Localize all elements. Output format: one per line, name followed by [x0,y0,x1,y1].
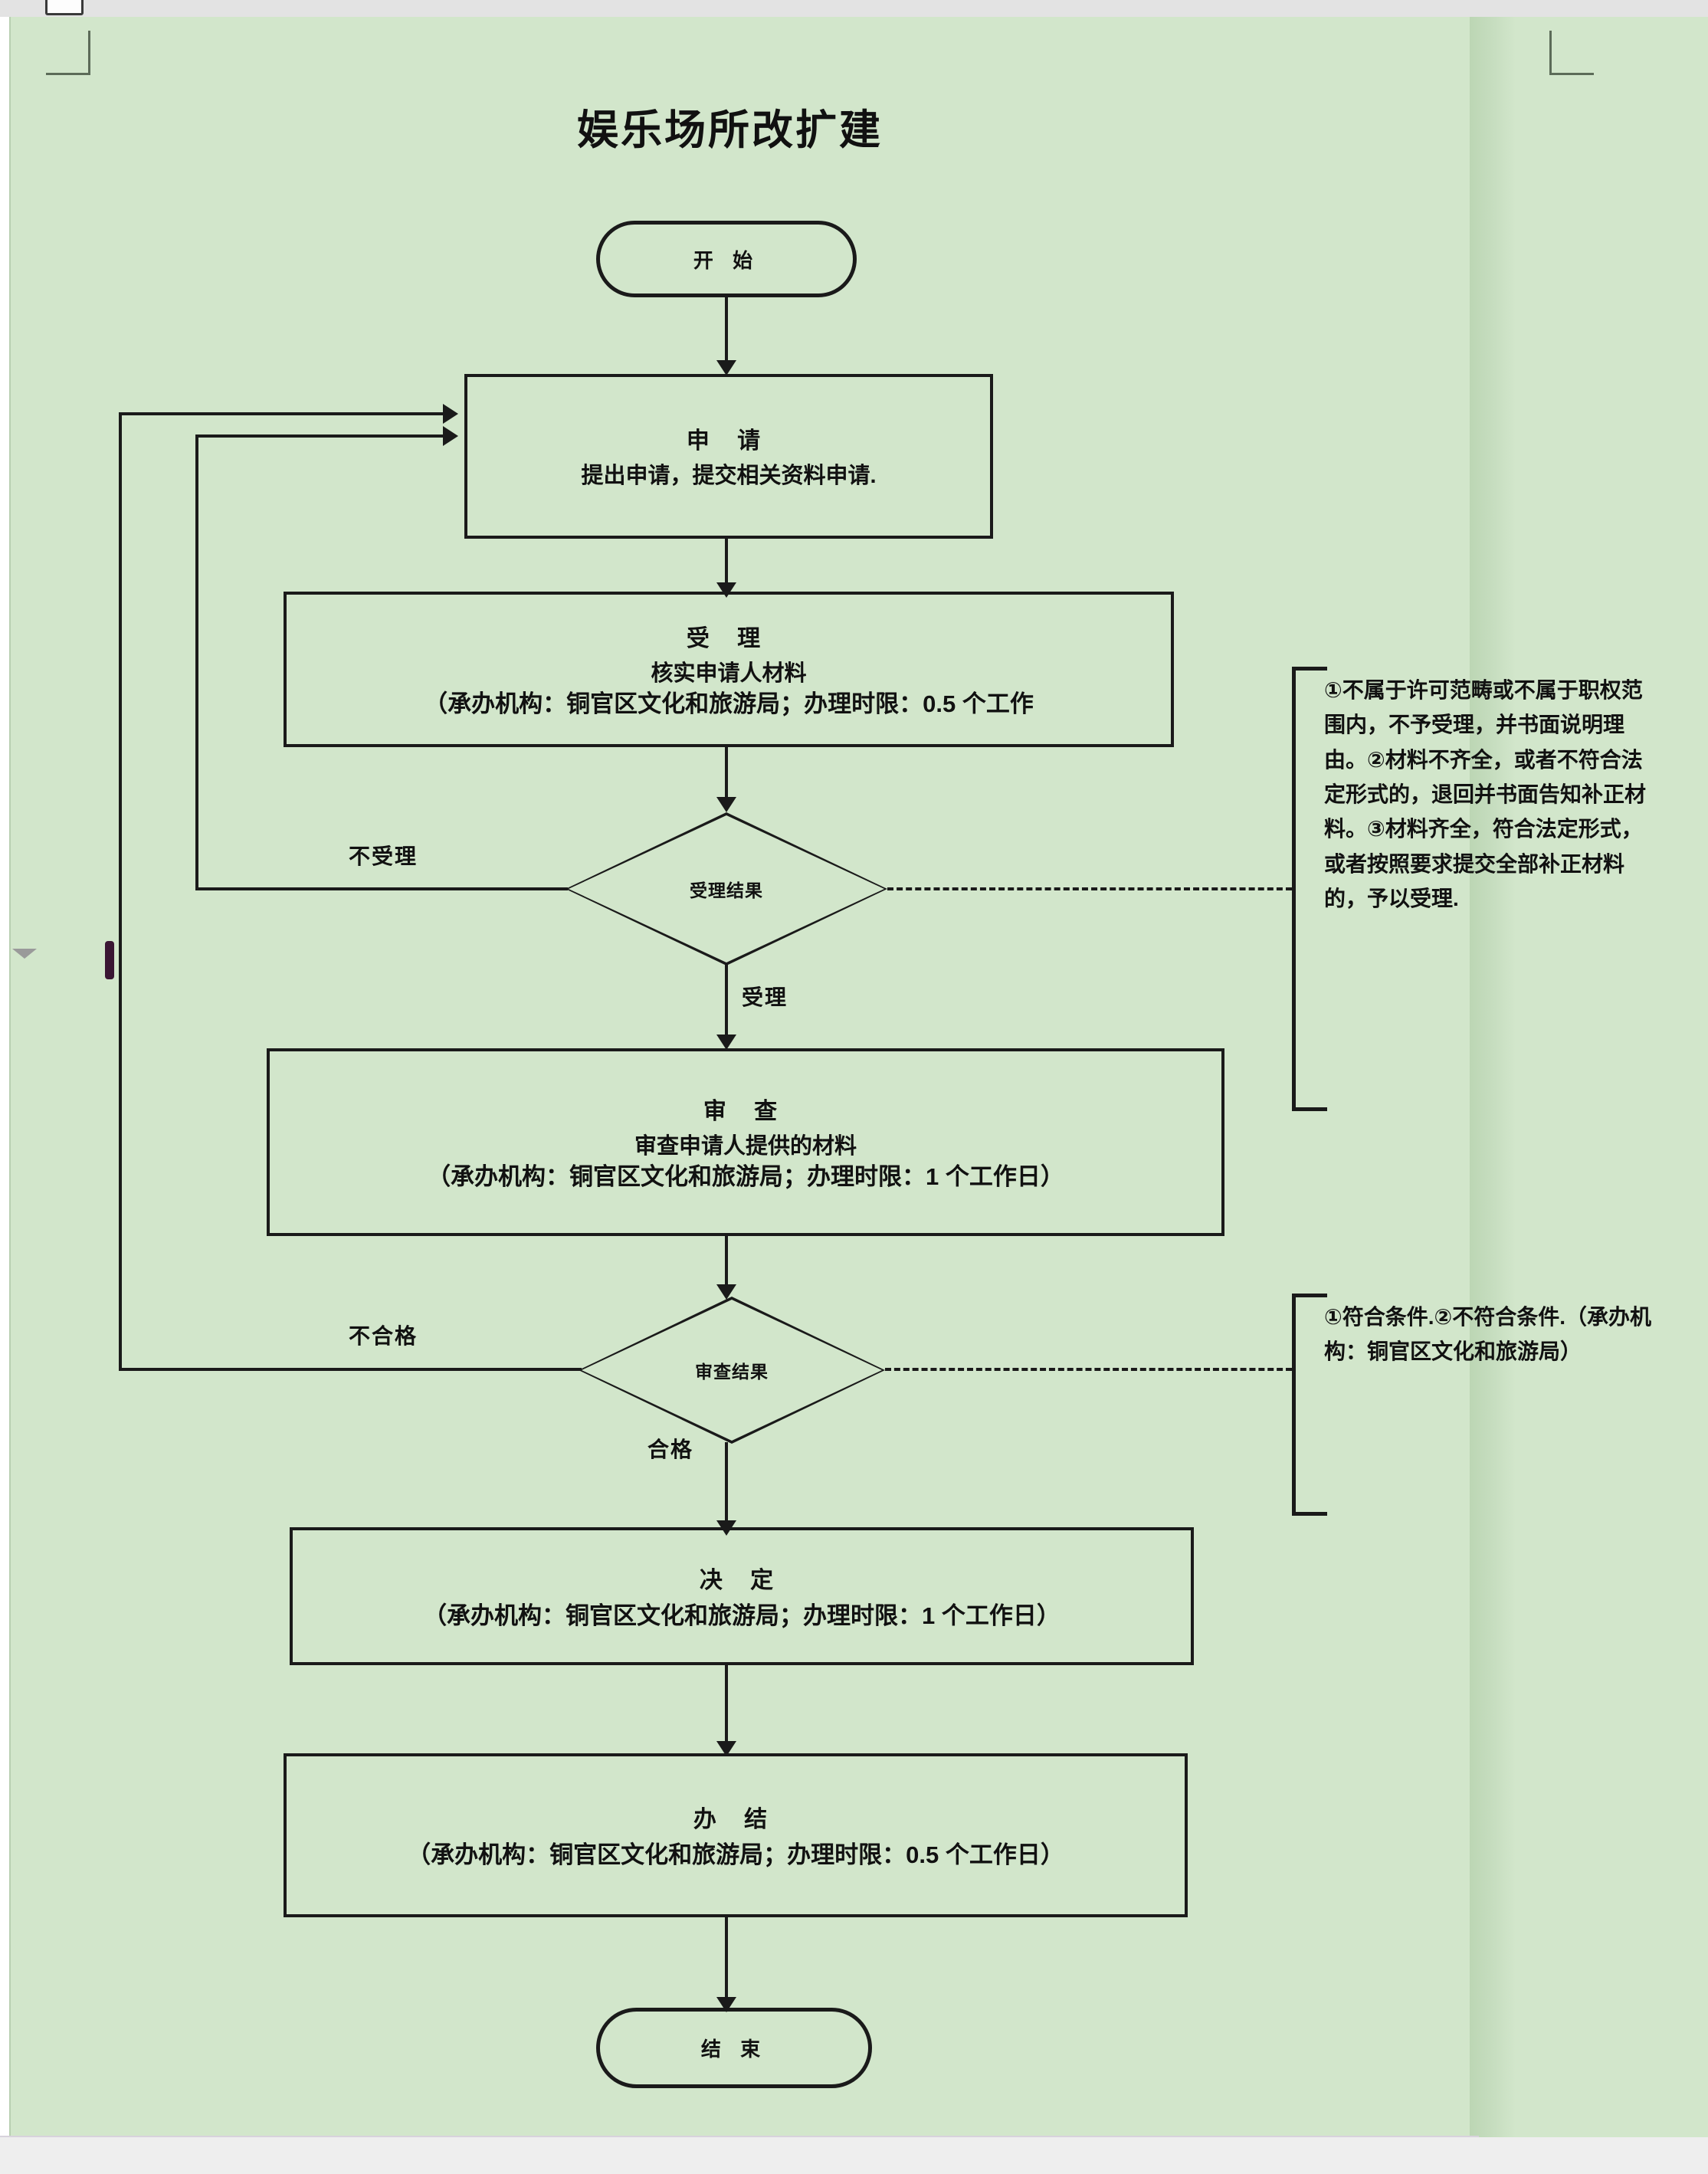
document-right-padding [1516,17,1708,2138]
node-end[interactable]: 结 束 [596,2008,872,2088]
node-accept-meta: （承办机构：铜官区文化和旅游局；办理时限：0.5 个工作 [424,690,1034,717]
node-accept[interactable]: 受 理 核实申请人材料 （承办机构：铜官区文化和旅游局；办理时限：0.5 个工作 [284,592,1174,747]
arrowhead-accept-to-decision [716,797,736,812]
node-accept-subtitle: 核实申请人材料 [651,661,807,686]
arrowhead-not-qualified [443,404,458,424]
page-title: 娱乐场所改扩建 [577,107,883,153]
connector-complete-to-end [725,1917,728,2005]
document-page [10,17,1470,2138]
edge-label-accepted: 受理 [742,985,788,1009]
connector-review-to-decision [725,1236,728,1291]
chevron-down-icon[interactable] [12,949,37,959]
connector-accepted-to-review [725,964,728,1041]
text-cursor-caret [105,941,114,979]
connector-not-accepted-v [195,434,198,890]
edge-label-not-accepted: 不受理 [349,844,418,868]
document-page-edge-shadow [1470,17,1516,2138]
document-bottom-edge-line [0,2136,1479,2138]
connector-not-qualified-v [119,412,122,1371]
connector-start-to-apply [725,297,728,362]
node-review-decision-label: 审查结果 [695,1362,769,1382]
top-white-chip[interactable] [45,0,84,15]
edge-label-not-qualified: 不合格 [349,1324,418,1348]
node-apply[interactable]: 申 请 提出申请，提交相关资料申请. [464,374,993,539]
arrowhead-not-accepted [443,426,458,446]
note-accept-conditions: ①不属于许可范畴或不属于职权范围内，不予受理，并书面说明理由。②材料不齐全，或者… [1292,667,1652,1111]
connector-qualified-to-decide [725,1442,728,1526]
connector-apply-to-accept [725,539,728,586]
connector-not-qualified-return-h [119,412,444,415]
note-review-conditions: ①符合条件.②不符合条件.（承办机构：铜官区文化和旅游局） [1292,1294,1652,1516]
window-bottom-strip [0,2137,1708,2174]
connector-not-accepted-return-h [195,434,444,438]
node-review-subtitle: 审查申请人提供的材料 [634,1133,857,1159]
node-start-label: 开 始 [693,248,760,272]
node-apply-title: 申 请 [686,428,772,454]
connector-decide-to-complete [725,1665,728,1749]
node-review-meta: （承办机构：铜官区文化和旅游局；办理时限：1 个工作日） [427,1162,1064,1190]
node-start[interactable]: 开 始 [596,221,857,297]
node-complete-title: 办 结 [693,1806,779,1832]
node-review[interactable]: 审 查 审查申请人提供的材料 （承办机构：铜官区文化和旅游局；办理时限：1 个工… [267,1048,1224,1236]
arrowhead-decide-to-complete [716,1741,736,1756]
arrowhead-accepted-to-review [716,1035,736,1050]
connector-accept-to-decision [725,747,728,802]
node-decide[interactable]: 决 定 （承办机构：铜官区文化和旅游局；办理时限：1 个工作日） [290,1527,1194,1665]
margin-mark-top-right [1549,31,1594,75]
note-bracket [1292,667,1327,1111]
arrowhead-review-to-decision [716,1284,736,1300]
note-accept-text: ①不属于许可范畴或不属于职权范围内，不予受理，并书面说明理由。②材料不齐全，或者… [1324,678,1647,911]
node-decide-title: 决 定 [699,1567,785,1593]
node-accept-title: 受 理 [686,625,772,651]
node-review-title: 审 查 [703,1098,788,1124]
dashed-link-accept-note [887,887,1292,890]
node-complete-meta: （承办机构：铜官区文化和旅游局；办理时限：0.5 个工作日） [407,1841,1064,1868]
node-end-label: 结 束 [700,2038,768,2061]
note-review-text: ①符合条件.②不符合条件.（承办机构：铜官区文化和旅游局） [1324,1305,1651,1364]
connector-not-accepted-h [195,887,568,890]
note-bracket [1292,1294,1327,1516]
node-complete[interactable]: 办 结 （承办机构：铜官区文化和旅游局；办理时限：0.5 个工作日） [284,1753,1188,1917]
document-left-rule [9,17,11,2138]
connector-not-qualified-h [119,1368,582,1371]
arrowhead-start-to-apply [716,360,736,375]
dashed-link-review-note [885,1368,1292,1371]
node-decide-meta: （承办机构：铜官区文化和旅游局；办理时限：1 个工作日） [423,1602,1061,1629]
margin-mark-top-left [46,31,90,75]
node-accept-decision[interactable]: 受理结果 [566,812,887,966]
window-top-strip [0,0,1708,17]
node-apply-subtitle: 提出申请，提交相关资料申请. [581,463,877,488]
node-review-decision[interactable]: 审查结果 [579,1297,885,1444]
node-accept-decision-label: 受理结果 [690,880,763,900]
edge-label-qualified: 合格 [647,1438,694,1461]
